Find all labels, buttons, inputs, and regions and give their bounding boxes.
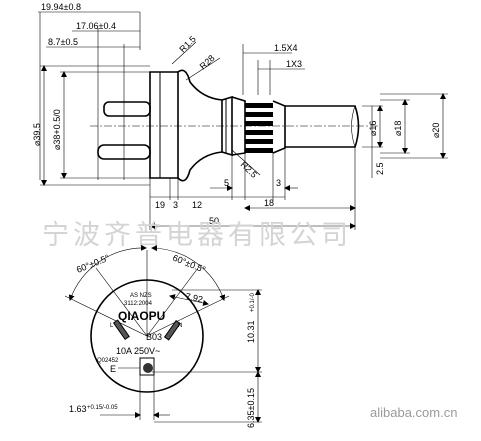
pin-e — [139, 357, 155, 376]
company-watermark: 宁波齐普电器有限公司 — [42, 220, 352, 251]
dim-r28: R28 — [198, 53, 217, 71]
model-label: B03 — [146, 332, 162, 342]
dim-2-5: 2.5 — [375, 162, 385, 175]
code-label: Q02452 — [97, 358, 119, 364]
dim-18: 18 — [264, 198, 274, 208]
dim-8-7: 8.7±0.5 — [48, 37, 78, 47]
dim-19-94: 19.94±0.8 — [41, 2, 81, 12]
dim-r1-5: R1.5 — [177, 34, 198, 55]
dim-dia-18: ⌀18 — [393, 121, 403, 136]
dim-1x3: 1X3 — [286, 59, 302, 69]
pin-e-label: E — [110, 364, 116, 374]
dim-angle-right: 60°±0.5° — [171, 253, 207, 275]
cert-line-1: AS NZS — [130, 293, 152, 299]
dim-dia-38: ⌀38+0.5/0 — [52, 109, 62, 150]
dim-dia-16: ⌀16 — [368, 121, 378, 136]
dim-10-31-tol: +0.1/-0 — [250, 292, 256, 312]
front-view: 60°±0.5° 60°±0.5° 7.92 AS NZS 3112:2004 … — [64, 244, 262, 428]
dim-3-left: 3 — [173, 200, 178, 210]
rating-label: 10A 250V~ — [116, 346, 160, 356]
dim-12: 12 — [192, 200, 202, 210]
site-watermark: alibaba.com.cn — [370, 405, 457, 420]
pin-l-label: L — [110, 323, 114, 329]
dim-7-92: 7.92 — [185, 291, 204, 304]
dim-5: 5 — [224, 178, 229, 188]
cable-ribs — [245, 103, 273, 153]
dim-r2-5: R2.5 — [239, 159, 260, 180]
bottom-dimension-row — [149, 147, 356, 230]
dim-1-5x4: 1.5X4 — [274, 43, 298, 53]
dim-3-right: 3 — [276, 178, 281, 188]
dim-19: 19 — [155, 200, 165, 210]
dim-dia-20: ⌀20 — [431, 123, 441, 138]
side-view: 19.94±0.8 17.06±0.4 8.7±0.5 R1.5 R28 1.5… — [32, 2, 448, 230]
dim-6-35: 6.35±0.15 — [246, 388, 256, 428]
dim-angle-left: 60°±0.5° — [75, 252, 111, 274]
plug-face-circle — [90, 279, 204, 393]
pin-l — [112, 319, 130, 341]
brand-logo: QIAOPU — [118, 309, 165, 323]
pin-n-label: N — [178, 323, 182, 329]
dim-50: 50 — [209, 216, 219, 226]
plug-body — [97, 69, 360, 182]
cert-line-2: 3112:2004 — [124, 301, 153, 307]
dim-10-31: 10.31 — [246, 320, 256, 343]
dim-1-63: 1.63 — [69, 404, 87, 414]
pin-n — [163, 319, 181, 341]
dim-dia-39-5: ⌀39.5 — [32, 123, 42, 146]
dim-1-63-tol: +0.15/-0.05 — [87, 405, 118, 411]
dim-17-06: 17.06±0.4 — [76, 21, 116, 31]
